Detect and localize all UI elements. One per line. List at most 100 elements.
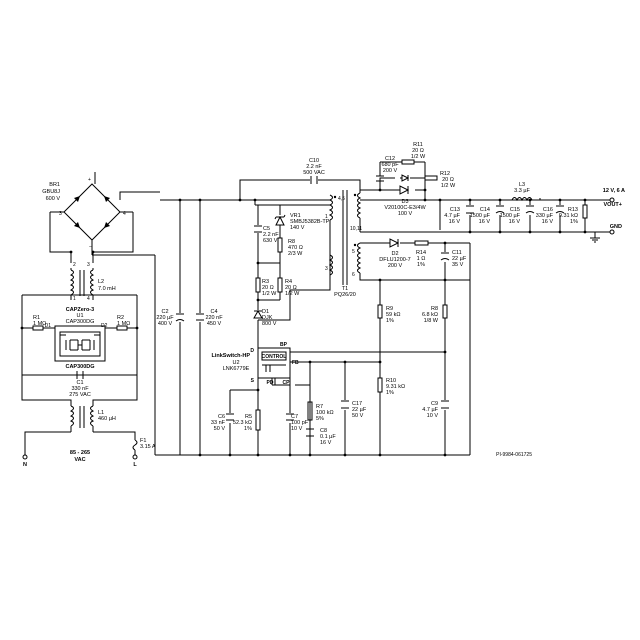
svg-text:D1: D1 bbox=[45, 323, 52, 329]
svg-text:470 Ω: 470 Ω bbox=[288, 245, 303, 251]
svg-text:L: L bbox=[133, 462, 137, 468]
svg-text:5: 5 bbox=[352, 249, 355, 255]
svg-text:100 pF: 100 pF bbox=[291, 420, 309, 426]
svg-text:C15: C15 bbox=[510, 207, 520, 213]
svg-text:630 V: 630 V bbox=[263, 238, 278, 244]
svg-text:CAP300DG: CAP300DG bbox=[66, 319, 95, 325]
svg-text:1/2 W: 1/2 W bbox=[411, 154, 426, 160]
svg-text:R10: R10 bbox=[386, 378, 396, 384]
svg-text:20 Ω: 20 Ω bbox=[442, 177, 454, 183]
capacitor-c10: C10 2.2 nF 500 VAC bbox=[303, 158, 325, 184]
svg-text:C17: C17 bbox=[352, 401, 362, 407]
resistor-r13: R13 9.31 kΩ 1% bbox=[559, 204, 588, 225]
capacitor-c13: C13 4.7 µF 16 V bbox=[444, 205, 474, 225]
svg-text:800 V: 800 V bbox=[262, 321, 277, 327]
svg-text:C11: C11 bbox=[452, 250, 462, 256]
svg-text:−: − bbox=[89, 244, 92, 250]
svg-text:6.8 kΩ: 6.8 kΩ bbox=[422, 312, 438, 318]
svg-text:20 Ω: 20 Ω bbox=[412, 148, 424, 154]
wires bbox=[21, 172, 610, 456]
svg-text:7.0 mH: 7.0 mH bbox=[98, 286, 116, 292]
svg-text:VAC: VAC bbox=[74, 457, 85, 463]
svg-text:1/2 W: 1/2 W bbox=[285, 291, 300, 297]
capacitor-c9: C9 4.7 µF 10 V bbox=[422, 400, 449, 419]
svg-text:3: 3 bbox=[87, 262, 90, 268]
svg-text:1 MΩ: 1 MΩ bbox=[117, 321, 130, 327]
svg-text:3: 3 bbox=[325, 266, 328, 272]
capacitor-c1: C1 330 nF 275 VAC bbox=[22, 371, 137, 398]
svg-text:L2: L2 bbox=[98, 279, 104, 285]
svg-text:1%: 1% bbox=[386, 318, 394, 324]
svg-text:22 µF: 22 µF bbox=[352, 407, 367, 413]
fuse-f1: F1 3.15 A bbox=[132, 438, 156, 451]
svg-text:R9: R9 bbox=[386, 306, 393, 312]
svg-text:680 pF: 680 pF bbox=[381, 162, 399, 168]
svg-text:D3: D3 bbox=[401, 199, 408, 205]
svg-text:10,11: 10,11 bbox=[350, 226, 362, 232]
svg-text:C5: C5 bbox=[263, 226, 270, 232]
svg-text:4.7 µF: 4.7 µF bbox=[422, 407, 438, 413]
svg-text:1%: 1% bbox=[417, 262, 425, 268]
svg-text:10 V: 10 V bbox=[427, 413, 439, 419]
svg-text:1 MΩ: 1 MΩ bbox=[33, 321, 46, 327]
capacitor-c12: C12 680 pF 200 V bbox=[376, 156, 402, 182]
svg-text:200 V: 200 V bbox=[388, 263, 403, 269]
svg-text:CP: CP bbox=[283, 380, 291, 386]
svg-text:U2: U2 bbox=[232, 360, 239, 366]
svg-text:R3: R3 bbox=[262, 279, 269, 285]
svg-text:1/8 W: 1/8 W bbox=[424, 318, 439, 324]
svg-text:DJK: DJK bbox=[262, 315, 273, 321]
svg-text:2.2 nF: 2.2 nF bbox=[306, 164, 322, 170]
svg-text:PD: PD bbox=[267, 380, 274, 386]
svg-text:+: + bbox=[88, 177, 91, 183]
inductor-l3: L3 3.3 µF bbox=[511, 182, 533, 202]
svg-text:6: 6 bbox=[352, 272, 355, 278]
svg-text:4,5: 4,5 bbox=[338, 196, 345, 202]
resistor-r11: R11 20 Ω 1/2 W bbox=[401, 142, 426, 165]
svg-text:460 µH: 460 µH bbox=[98, 416, 116, 422]
svg-text:GBU8J: GBU8J bbox=[42, 189, 60, 195]
capacitor-c11: C11 22 µF 35 V bbox=[440, 250, 467, 268]
svg-text:R8: R8 bbox=[431, 306, 438, 312]
svg-text:220 nF: 220 nF bbox=[205, 315, 223, 321]
svg-text:C1: C1 bbox=[76, 380, 83, 386]
capacitor-c16: C16 330 µF 16 V bbox=[536, 205, 565, 225]
svg-text:200 V: 200 V bbox=[383, 168, 398, 174]
bridge-rectifier-br1: + − 3 4 bbox=[49, 177, 134, 255]
resistor-r4: R4 20 Ω 1/2 W bbox=[277, 277, 300, 297]
svg-text:16 V: 16 V bbox=[479, 219, 491, 225]
svg-text:1500 µF: 1500 µF bbox=[500, 213, 521, 219]
svg-text:C9: C9 bbox=[431, 401, 438, 407]
svg-text:L3: L3 bbox=[519, 182, 525, 188]
svg-text:1/2 W: 1/2 W bbox=[262, 291, 277, 297]
svg-text:3.15 A: 3.15 A bbox=[140, 444, 156, 450]
svg-text:330 µF: 330 µF bbox=[536, 213, 554, 219]
svg-text:C4: C4 bbox=[210, 309, 217, 315]
svg-text:9.31 kΩ: 9.31 kΩ bbox=[559, 213, 578, 219]
svg-text:450 V: 450 V bbox=[207, 321, 222, 327]
svg-text:59 kΩ: 59 kΩ bbox=[386, 312, 401, 318]
svg-text:C16: C16 bbox=[543, 207, 553, 213]
junction-dots bbox=[20, 188, 587, 457]
diode-d1: D1 DJK 800 V bbox=[253, 309, 277, 327]
svg-text:4: 4 bbox=[123, 211, 126, 217]
svg-text:600 V: 600 V bbox=[46, 196, 61, 202]
svg-text:1: 1 bbox=[73, 296, 76, 302]
capacitor-c6: C6 33 nF 50 V bbox=[211, 413, 234, 432]
svg-text:BP: BP bbox=[280, 342, 288, 348]
svg-text:C14: C14 bbox=[480, 207, 490, 213]
svg-text:33 nF: 33 nF bbox=[211, 420, 226, 426]
svg-text:0.1 µF: 0.1 µF bbox=[320, 434, 336, 440]
svg-text:PQ26/20: PQ26/20 bbox=[334, 292, 356, 298]
svg-text:500 VAC: 500 VAC bbox=[303, 170, 325, 176]
svg-text:D2: D2 bbox=[391, 251, 398, 257]
svg-text:100 V: 100 V bbox=[398, 211, 413, 217]
capacitor-c14: C14 1500 µF 16 V bbox=[470, 205, 505, 225]
svg-text:16 V: 16 V bbox=[449, 219, 461, 225]
svg-text:C6: C6 bbox=[218, 414, 225, 420]
svg-text:CONTROL: CONTROL bbox=[262, 354, 287, 360]
capacitor-c15: C15 1500 µF 16 V bbox=[500, 205, 535, 225]
svg-text:D: D bbox=[250, 348, 254, 354]
svg-text:20 Ω: 20 Ω bbox=[262, 285, 274, 291]
svg-text:330 nF: 330 nF bbox=[71, 386, 89, 392]
